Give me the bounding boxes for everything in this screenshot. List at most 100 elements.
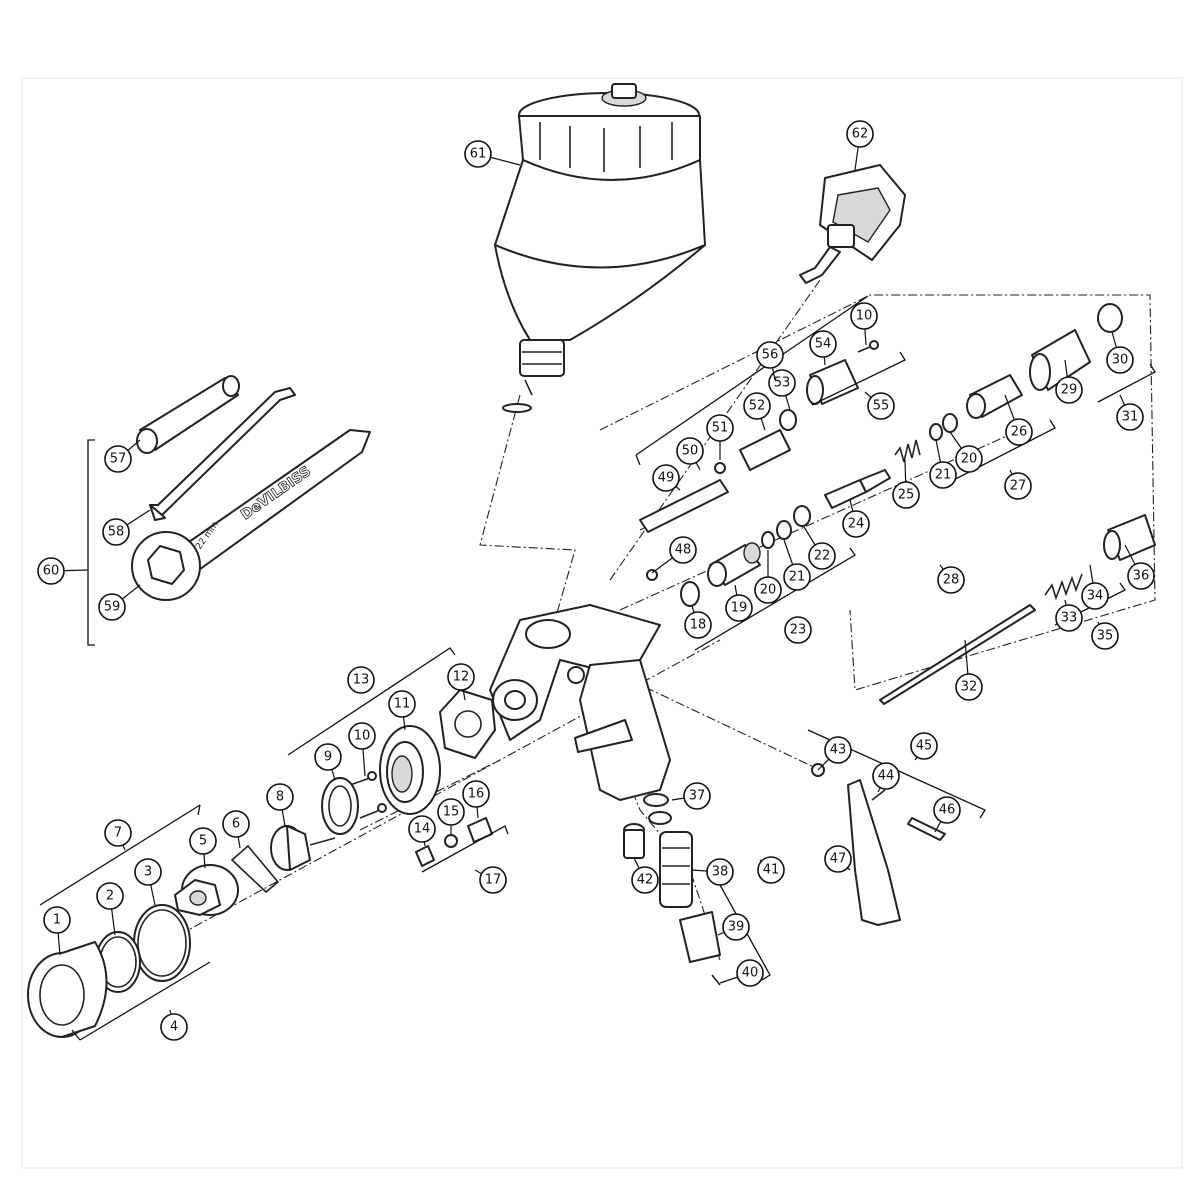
callout-circle	[824, 845, 852, 873]
callout-circle	[784, 616, 812, 644]
callout-circle	[955, 673, 983, 701]
callout-40: 40	[719, 959, 764, 987]
callout-circle	[872, 762, 900, 790]
callout-circle	[743, 392, 771, 420]
callout-circle	[1055, 604, 1083, 632]
callout-13: 13	[347, 666, 375, 694]
callout-14: 14	[408, 815, 436, 847]
callout-circle	[437, 798, 465, 826]
callout-61: 61	[464, 140, 521, 168]
callout-circle	[652, 464, 680, 492]
ring-3	[133, 904, 191, 982]
callout-10: 10	[850, 302, 878, 346]
callout-number: 37	[689, 789, 706, 804]
callout-20: 20	[949, 431, 983, 473]
callout-33: 33	[1055, 599, 1083, 632]
callout-number: 2	[106, 889, 114, 904]
callout-number: 35	[1097, 629, 1114, 644]
callout-circle	[408, 815, 436, 843]
callout-number: 39	[728, 920, 745, 935]
callout-number: 10	[354, 729, 371, 744]
callout-number: 5	[199, 834, 207, 849]
callout-circle	[1005, 418, 1033, 446]
gravity-cup	[494, 83, 706, 413]
group-brackets	[39, 295, 1156, 1041]
callout-circle	[222, 810, 250, 838]
callout-21: 21	[929, 439, 957, 489]
callout-55: 55	[864, 391, 895, 420]
seal-9	[321, 777, 359, 835]
callout-7: 7	[104, 819, 132, 851]
page-border	[21, 77, 1183, 1169]
callout-52: 52	[743, 392, 771, 431]
callout-number: 43	[830, 743, 847, 758]
callout-41: 41	[757, 856, 785, 884]
callout-circle	[756, 341, 784, 369]
callout-45: 45	[910, 732, 938, 761]
callout-5: 5	[189, 827, 217, 869]
callout-circle	[725, 594, 753, 622]
callout-number: 20	[961, 452, 978, 467]
callout-1: 1	[43, 906, 71, 956]
callout-number: 54	[815, 337, 832, 352]
callout-48: 48	[651, 536, 697, 574]
ring-20-upper	[942, 413, 958, 433]
callout-number: 26	[1011, 425, 1028, 440]
callout-circle	[683, 782, 711, 810]
callout-12: 12	[447, 663, 475, 701]
callout-circle	[447, 663, 475, 691]
callout-circle	[955, 445, 983, 473]
spring-25	[894, 439, 921, 463]
callout-number: 52	[749, 399, 766, 414]
o-ring-18	[680, 581, 700, 607]
ring-20-lower	[761, 531, 775, 549]
callout-circle	[1055, 376, 1083, 404]
callout-circle	[850, 302, 878, 330]
callout-number: 21	[935, 468, 952, 483]
callout-35: 35	[1091, 621, 1119, 650]
baffle	[379, 725, 441, 815]
callout-number: 50	[682, 444, 699, 459]
callout-circle	[768, 369, 796, 397]
callout-number: 48	[675, 543, 692, 558]
callout-number: 51	[712, 421, 729, 436]
callout-number: 58	[108, 525, 125, 540]
callout-number: 32	[961, 680, 978, 695]
callout-circle	[684, 611, 712, 639]
callout-number: 15	[443, 805, 460, 820]
callout-circle	[104, 445, 132, 473]
callout-37: 37	[671, 782, 711, 810]
callout-circle	[736, 959, 764, 987]
callout-circle	[808, 542, 836, 570]
callout-circle	[96, 882, 124, 910]
callout-number: 55	[873, 399, 890, 414]
callout-circle	[102, 518, 130, 546]
callout-circle	[134, 858, 162, 886]
callout-number: 62	[852, 127, 869, 142]
nut-30	[1097, 303, 1123, 333]
callout-number: 1	[53, 913, 61, 928]
callout-circle	[1091, 622, 1119, 650]
callout-circle	[43, 906, 71, 934]
callout-circle	[676, 437, 704, 465]
callout-circle	[933, 796, 961, 824]
callout-31: 31	[1116, 394, 1144, 431]
callout-number: 57	[110, 452, 127, 467]
callout-24: 24	[842, 499, 870, 538]
callout-number: 38	[712, 865, 729, 880]
callout-9: 9	[314, 743, 342, 781]
callout-25: 25	[892, 459, 920, 509]
ring-22	[793, 505, 811, 527]
callout-47: 47	[824, 845, 852, 873]
callout-circle	[1004, 472, 1032, 500]
callout-20: 20	[754, 550, 782, 604]
callout-layer: 1234567891010111213141516171819202021212…	[37, 120, 1155, 1041]
callout-circle	[722, 913, 750, 941]
callout-circle	[631, 866, 659, 894]
hex-key	[149, 387, 296, 521]
gun-body	[489, 604, 671, 801]
callout-number: 60	[43, 564, 60, 579]
callout-26: 26	[1004, 394, 1033, 446]
callout-15: 15	[437, 798, 465, 835]
